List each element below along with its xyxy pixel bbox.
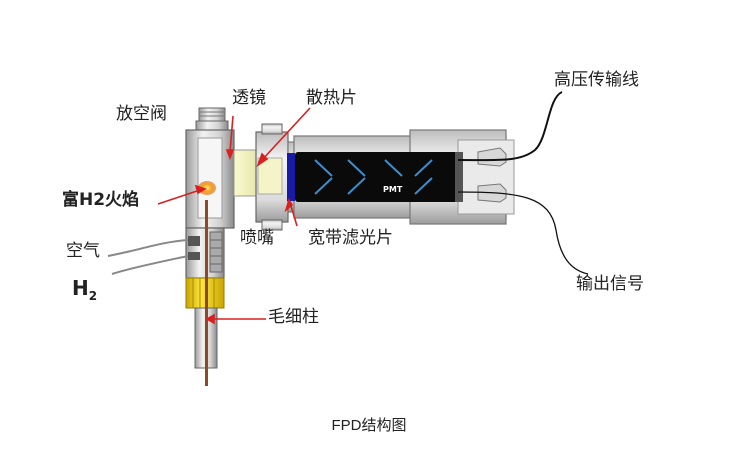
- label-output-signal: 输出信号: [576, 274, 644, 294]
- pmt-tube: PMT: [295, 152, 463, 202]
- flame: [198, 181, 216, 195]
- broadband-filter: [287, 153, 295, 201]
- label-heat-sink: 散热片: [306, 88, 357, 108]
- figure-caption: FPD结构图: [331, 417, 407, 434]
- h2-tube: [111, 255, 189, 275]
- label-flame: 富H2火焰: [62, 190, 140, 210]
- label-vent-valve: 放空阀: [116, 104, 167, 124]
- hv-cable: [457, 91, 563, 162]
- label-capillary: 毛细柱: [268, 307, 319, 327]
- label-nozzle: 喷嘴: [240, 228, 274, 248]
- label-lens: 透镜: [232, 88, 266, 108]
- label-filter: 宽带滤光片: [308, 228, 393, 248]
- label-h2: H2: [72, 276, 98, 303]
- lens: [233, 149, 257, 197]
- label-air: 空气: [66, 241, 100, 261]
- pmt-label: PMT: [383, 185, 403, 194]
- signal-cable: [457, 191, 589, 275]
- vent-valve: [195, 107, 229, 132]
- detector-body-vertical: [185, 129, 235, 229]
- label-hv-cable: 高压传输线: [554, 70, 639, 90]
- indicator-arrows: [157, 107, 311, 325]
- air-tube: [107, 239, 189, 257]
- capillary-column: [205, 200, 208, 386]
